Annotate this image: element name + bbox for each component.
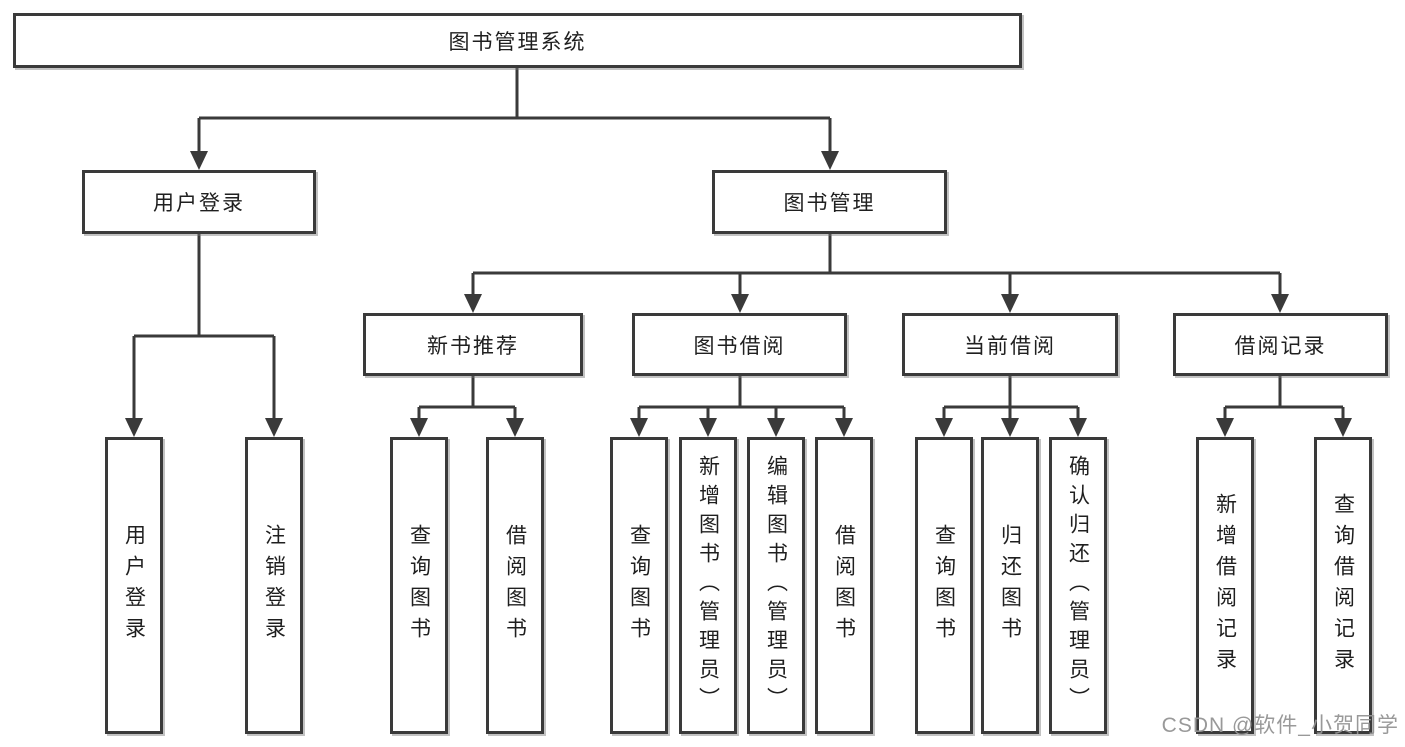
node-current-borrowing-label: 当前借阅 (964, 334, 1056, 358)
node-book-borrowing-label: 图书借阅 (693, 334, 786, 358)
leaf-query-books-borrowing-label: 查询图书 (627, 523, 651, 648)
node-borrowing-records: 借阅记录 (1173, 313, 1388, 376)
leaf-user-login-label: 用户登录 (122, 523, 146, 648)
leaf-return-books-label: 归还图书 (998, 523, 1022, 648)
leaf-add-book-admin: 新增图书（管理员） (679, 437, 737, 734)
leaf-confirm-return-admin-label: 确认归还（管理员） (1066, 455, 1090, 716)
csdn-watermark: CSDN @软件_小贺同学 (1161, 714, 1399, 737)
node-book-borrowing: 图书借阅 (632, 313, 847, 376)
leaf-user-login: 用户登录 (105, 437, 163, 734)
leaf-return-books: 归还图书 (981, 437, 1039, 734)
leaf-borrow-books-recommend-label: 借阅图书 (503, 523, 527, 648)
node-user-login: 用户登录 (82, 170, 316, 234)
node-user-login-label: 用户登录 (153, 192, 245, 215)
leaf-query-books-current-label: 查询图书 (932, 523, 956, 648)
arrowheads (125, 151, 1352, 437)
leaf-add-book-admin-label: 新增图书（管理员） (696, 455, 720, 716)
leaf-borrow-books-recommend: 借阅图书 (486, 437, 544, 734)
leaf-edit-book-admin-label: 编辑图书（管理员） (764, 455, 788, 716)
root-node-label: 图书管理系统 (448, 30, 587, 54)
node-new-book-recommend: 新书推荐 (363, 313, 583, 376)
leaf-logout-label: 注销登录 (262, 523, 286, 648)
leaf-edit-book-admin: 编辑图书（管理员） (747, 437, 805, 734)
leaf-query-books-borrowing: 查询图书 (610, 437, 668, 734)
node-book-management-label: 图书管理 (783, 192, 876, 215)
leaf-query-books-recommend-label: 查询图书 (407, 523, 431, 648)
root-node-system: 图书管理系统 (13, 13, 1022, 68)
node-book-management: 图书管理 (712, 170, 947, 234)
leaf-borrow-books-borrowing-label: 借阅图书 (832, 523, 856, 648)
leaf-logout: 注销登录 (245, 437, 303, 734)
node-new-book-recommend-label: 新书推荐 (427, 334, 519, 358)
leaf-borrow-books-borrowing: 借阅图书 (815, 437, 873, 734)
leaf-query-books-current: 查询图书 (915, 437, 973, 734)
leaf-add-borrow-record: 新增借阅记录 (1196, 437, 1254, 734)
leaf-query-books-recommend: 查询图书 (390, 437, 448, 734)
leaf-query-borrow-record-label: 查询借阅记录 (1331, 492, 1355, 679)
node-borrowing-records-label: 借阅记录 (1234, 334, 1327, 358)
leaf-add-borrow-record-label: 新增借阅记录 (1213, 492, 1237, 679)
leaf-confirm-return-admin: 确认归还（管理员） (1049, 437, 1107, 734)
leaf-query-borrow-record: 查询借阅记录 (1314, 437, 1372, 734)
node-current-borrowing: 当前借阅 (902, 313, 1118, 376)
